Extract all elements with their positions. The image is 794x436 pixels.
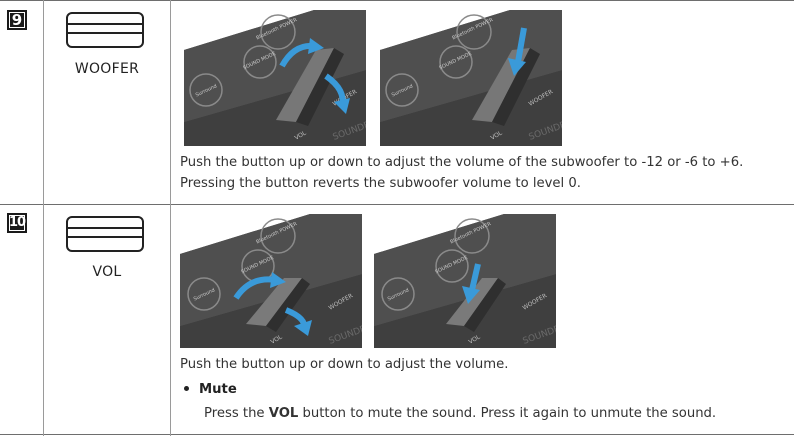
description-line: Push the button up or down to adjust the… bbox=[180, 155, 744, 170]
arrow-press bbox=[515, 27, 527, 63]
mute-bullet: Mute bbox=[184, 382, 237, 397]
column-divider-2 bbox=[170, 0, 171, 436]
column-divider-1 bbox=[43, 0, 44, 436]
row-number-badge: 9 bbox=[7, 10, 27, 30]
arrow-press bbox=[469, 263, 481, 291]
button-name-vol: VOL bbox=[92, 264, 122, 280]
mute-description: Press the VOL button to mute the sound. … bbox=[204, 406, 716, 421]
woofer-description: Push the button up or down to adjust the… bbox=[180, 152, 743, 194]
table-top-border bbox=[0, 0, 794, 1]
description-line: Pressing the button reverts the subwoofe… bbox=[180, 176, 581, 191]
row-divider bbox=[0, 204, 794, 205]
woofer-button-icon bbox=[66, 12, 144, 48]
vol-button-icon bbox=[66, 216, 144, 252]
mute-text-before: Press the bbox=[204, 406, 269, 421]
woofer-photo-push-up-down: Bluetooth POWER SOUND MODE Surround VOL … bbox=[184, 10, 366, 146]
table-bottom-border bbox=[0, 434, 794, 435]
woofer-photo-press: Bluetooth POWER SOUND MODE Surround VOL … bbox=[380, 10, 562, 146]
bullet-dot-icon bbox=[184, 385, 189, 391]
mute-title: Mute bbox=[199, 382, 237, 397]
row-number-badge: 10 bbox=[7, 213, 27, 233]
description-line: Push the button up or down to adjust the… bbox=[180, 357, 509, 372]
mute-text-after: button to mute the sound. Press it again… bbox=[298, 406, 717, 421]
vol-description: Push the button up or down to adjust the… bbox=[180, 354, 508, 375]
button-name-woofer: WOOFER bbox=[74, 61, 140, 77]
vol-photo-push-up-down: Bluetooth POWER SOUND MODE Surround VOL … bbox=[180, 214, 362, 348]
mute-text-bold: VOL bbox=[268, 406, 299, 421]
vol-photo-press: Bluetooth POWER SOUND MODE Surround VOL … bbox=[374, 214, 556, 348]
